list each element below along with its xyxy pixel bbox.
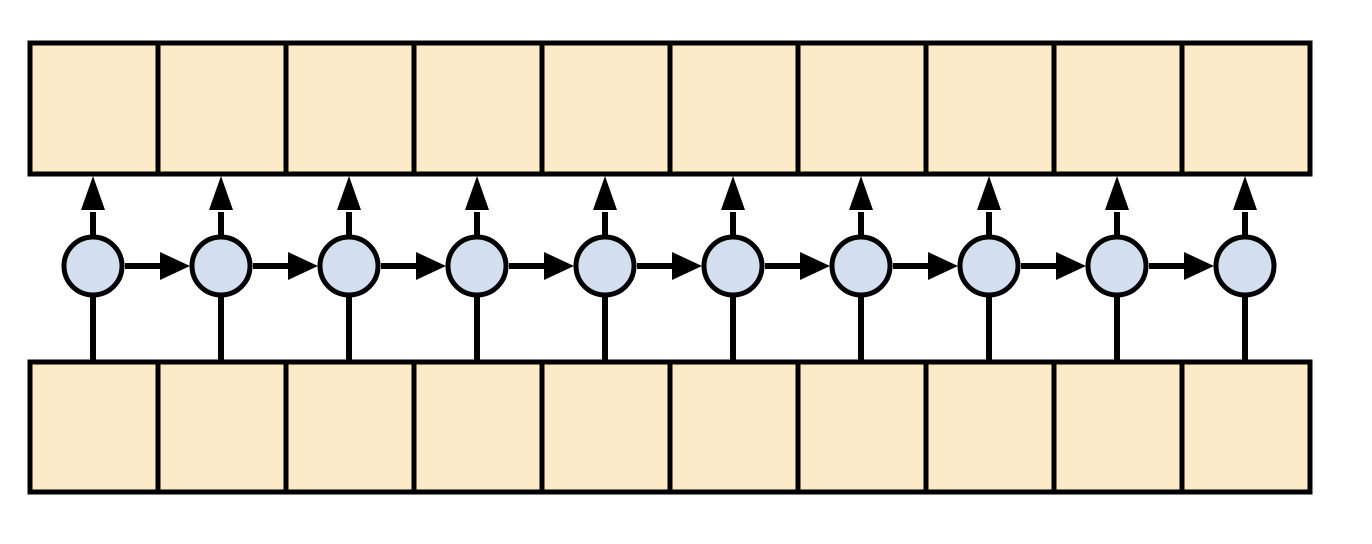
input-row-cell-9[interactable] [1179, 359, 1313, 495]
output-row-cell-2[interactable] [283, 40, 417, 177]
hidden-to-output-arrowhead-6 [849, 176, 873, 210]
hidden-to-output-arrowhead-9 [1233, 176, 1257, 210]
output-row-cell-7[interactable] [923, 40, 1057, 177]
hidden-to-hidden-arrowhead-7 [1056, 252, 1086, 280]
hidden-node-9[interactable] [1213, 234, 1277, 298]
hidden-to-hidden-arrowhead-3 [544, 252, 574, 280]
hidden-to-hidden-arrowhead-2 [416, 252, 446, 280]
hidden-to-output-arrowhead-0 [81, 176, 105, 210]
hidden-to-output-arrowhead-5 [721, 176, 745, 210]
hidden-node-4[interactable] [573, 234, 637, 298]
output-row-cell-5[interactable] [667, 40, 801, 177]
input-row-cell-7[interactable] [923, 359, 1057, 495]
hidden-to-output-arrowhead-8 [1105, 176, 1129, 210]
input-row-cell-6[interactable] [795, 359, 929, 495]
output-row-cell-0[interactable] [27, 40, 161, 177]
output-row-cell-1[interactable] [155, 40, 289, 177]
input-row-cell-8[interactable] [1051, 359, 1185, 495]
output-row-cell-3[interactable] [411, 40, 545, 177]
hidden-to-output-arrowhead-3 [465, 176, 489, 210]
input-row-cell-5[interactable] [667, 359, 801, 495]
input-row-cell-2[interactable] [283, 359, 417, 495]
hidden-node-8[interactable] [1085, 234, 1149, 298]
hidden-to-output-arrowhead-4 [593, 176, 617, 210]
hidden-node-7[interactable] [957, 234, 1021, 298]
hidden-to-hidden-arrowhead-8 [1184, 252, 1214, 280]
hidden-to-output-arrowhead-1 [209, 176, 233, 210]
output-row-cell-6[interactable] [795, 40, 929, 177]
input-row-cell-4[interactable] [539, 359, 673, 495]
hidden-to-output-arrowhead-2 [337, 176, 361, 210]
edge-layer [81, 176, 1257, 362]
hidden-to-hidden-arrowhead-5 [800, 252, 830, 280]
hidden-node-6[interactable] [829, 234, 893, 298]
input-row-layer [27, 359, 1313, 495]
hidden-node-1[interactable] [189, 234, 253, 298]
hidden-node-layer [61, 234, 1277, 298]
hidden-node-0[interactable] [61, 234, 125, 298]
hidden-to-hidden-arrowhead-4 [672, 252, 702, 280]
hidden-to-hidden-arrowhead-0 [160, 252, 190, 280]
hidden-to-hidden-arrowhead-1 [288, 252, 318, 280]
hidden-node-3[interactable] [445, 234, 509, 298]
input-row-cell-3[interactable] [411, 359, 545, 495]
output-row-cell-8[interactable] [1051, 40, 1185, 177]
output-row-cell-9[interactable] [1179, 40, 1313, 177]
output-row-cell-4[interactable] [539, 40, 673, 177]
hidden-node-2[interactable] [317, 234, 381, 298]
input-row-cell-0[interactable] [27, 359, 161, 495]
output-row-layer [27, 40, 1313, 177]
hidden-to-hidden-arrowhead-6 [928, 252, 958, 280]
input-row-cell-1[interactable] [155, 359, 289, 495]
hidden-node-5[interactable] [701, 234, 765, 298]
hidden-to-output-arrowhead-7 [977, 176, 1001, 210]
